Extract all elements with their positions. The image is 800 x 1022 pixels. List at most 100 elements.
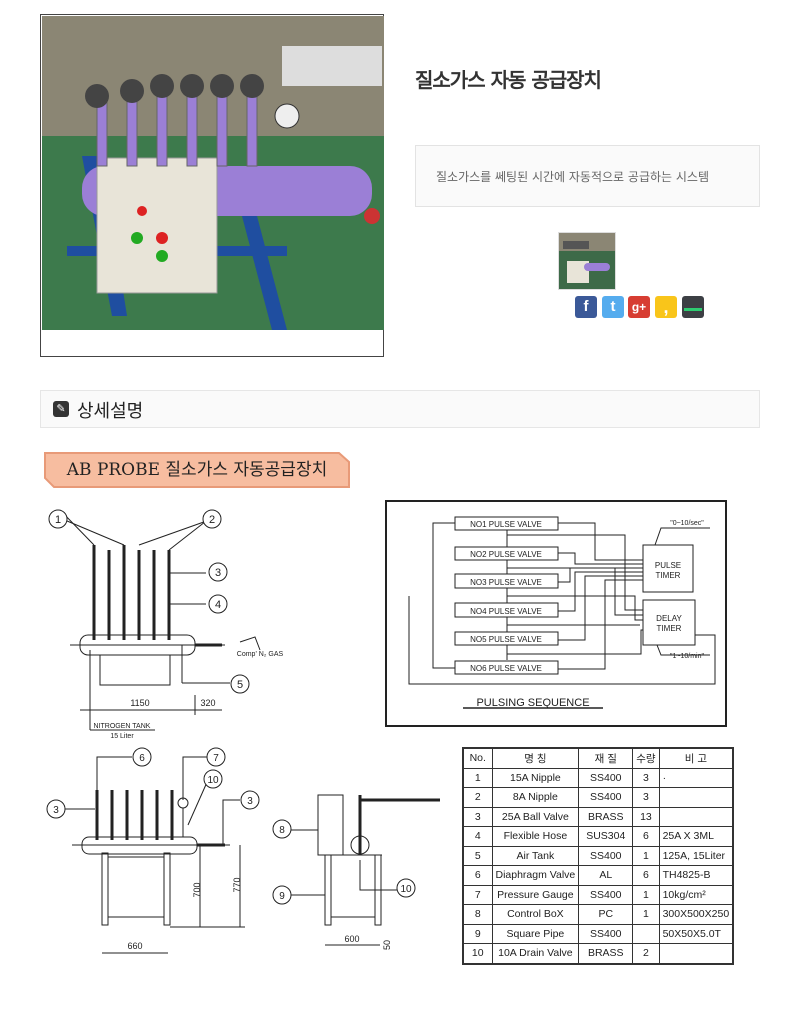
cell-remarks: TH4825-B [658,865,734,886]
tank-label: NITROGEN TANK [94,723,151,730]
tank-volume: 15 Liter [110,733,134,740]
cell-no: 9 [462,923,493,944]
cell-no: 1 [462,767,493,788]
cell-no: 6 [462,865,493,886]
cell-name: 25A Ball Valve [491,806,580,827]
diagram-caption: PULSING SEQUENCE [476,697,589,709]
band-share-icon[interactable] [682,296,704,318]
dim-770: 770 [232,877,242,892]
cell-qty: 2 [632,943,660,964]
cell-qty: 3 [632,767,660,788]
cell-material: PC [578,904,634,925]
pulse-timer-label-1: PULSE [655,561,681,570]
cell-qty: 1 [632,884,660,905]
product-banner: AB PROBE 질소가스 자동공급장치 [44,452,350,488]
cell-name: Diaphragm Valve [491,865,580,886]
banner-background [44,452,350,488]
facebook-share-icon[interactable]: f [575,296,597,318]
product-description-box: 질소가스를 쎄팅된 시간에 자동적으로 공급하는 시스템 [415,145,760,207]
delay-timer-label-2: TIMER [657,624,682,633]
cell-name: Pressure Gauge [491,884,580,905]
cell-name: 15A Nipple [491,767,580,788]
valve-label-3: NO3 PULSE VALVE [470,578,542,587]
banner-title: AB PROBE 질소가스 자동공급장치 [66,460,328,480]
product-thumbnail[interactable] [558,232,616,290]
cell-no: 4 [462,826,493,847]
cell-no: 10 [462,943,493,964]
cell-no: 3 [462,806,493,827]
pulse-range: "0~10/sec" [670,520,704,527]
cell-name: Air Tank [491,845,580,866]
dim-660: 660 [127,941,142,951]
kakaostory-share-icon[interactable]: , [655,296,677,318]
cell-remarks [658,943,734,964]
dim-1150: 1150 [130,698,149,708]
callout-1: 1 [55,514,61,526]
pulsing-sequence-diagram: NO1 PULSE VALVE NO2 PULSE VALVE NO3 PULS… [385,500,727,727]
cell-qty: 1 [632,845,660,866]
cell-qty: 3 [632,787,660,808]
valve-label-4: NO4 PULSE VALVE [470,607,542,616]
cell-no: 7 [462,884,493,905]
cell-material: SS400 [578,845,634,866]
cell-name: Square Pipe [491,923,580,944]
callout-4: 4 [215,599,221,611]
valve-assemblies [92,545,171,640]
callout-3: 3 [215,567,221,579]
elevation-drawing: 6 7 10 3 3 8 9 10 660 600 700 770 50 [46,747,440,954]
callout-10-side: 10 [400,884,412,895]
delay-timer-label-1: DELAY [656,614,682,623]
product-photo [42,16,384,330]
callout-2: 2 [209,514,215,526]
detail-section-header: ✎ 상세설명 [40,390,760,428]
valve-label-6: NO6 PULSE VALVE [470,664,542,673]
cell-remarks: 50X50X5.0T [658,923,734,944]
wiring [408,522,716,685]
cell-material: SS400 [578,923,634,944]
cell-qty [632,923,660,944]
cell-material: BRASS [578,806,634,827]
header-remarks: 비 고 [658,747,734,769]
front-view-drawing: 1 2 3 4 5 1150 320 Comp' N₂ GAS NITROGEN… [48,509,284,740]
callout-9: 9 [279,891,285,902]
dim-600: 600 [344,934,359,944]
cell-name: 10A Drain Valve [491,943,580,964]
cell-name: Control BoX [491,904,580,925]
cell-remarks: · [658,767,734,788]
header-material: 재 질 [578,747,634,769]
twitter-share-icon[interactable]: t [602,296,624,318]
dim-50: 50 [382,940,392,950]
valve-label-1: NO1 PULSE VALVE [470,520,542,529]
callout-3-right: 3 [247,796,253,807]
callout-3-left: 3 [53,805,59,816]
cell-remarks [658,806,734,827]
callout-10: 10 [207,775,219,786]
cell-no: 5 [462,845,493,866]
callout-8: 8 [279,825,285,836]
pencil-icon: ✎ [53,401,69,417]
product-title: 질소가스 자동 공급장치 [415,68,602,92]
google-plus-share-icon[interactable]: g+ [628,296,650,318]
cell-remarks: 10kg/cm² [658,884,734,905]
cell-material: SUS304 [578,826,634,847]
cell-material: SS400 [578,884,634,905]
cell-remarks: 300X500X250 [658,904,734,925]
header-no: No. [462,747,493,769]
cell-material: AL [578,865,634,886]
cell-remarks [658,787,734,808]
product-photo-frame [40,14,384,357]
cell-remarks: 125A, 15Liter [658,845,734,866]
cell-qty: 6 [632,826,660,847]
header-qty: 수량 [632,747,660,769]
cell-no: 8 [462,904,493,925]
cell-remarks: 25A X 3ML [658,826,734,847]
valve-label-5: NO5 PULSE VALVE [470,635,542,644]
